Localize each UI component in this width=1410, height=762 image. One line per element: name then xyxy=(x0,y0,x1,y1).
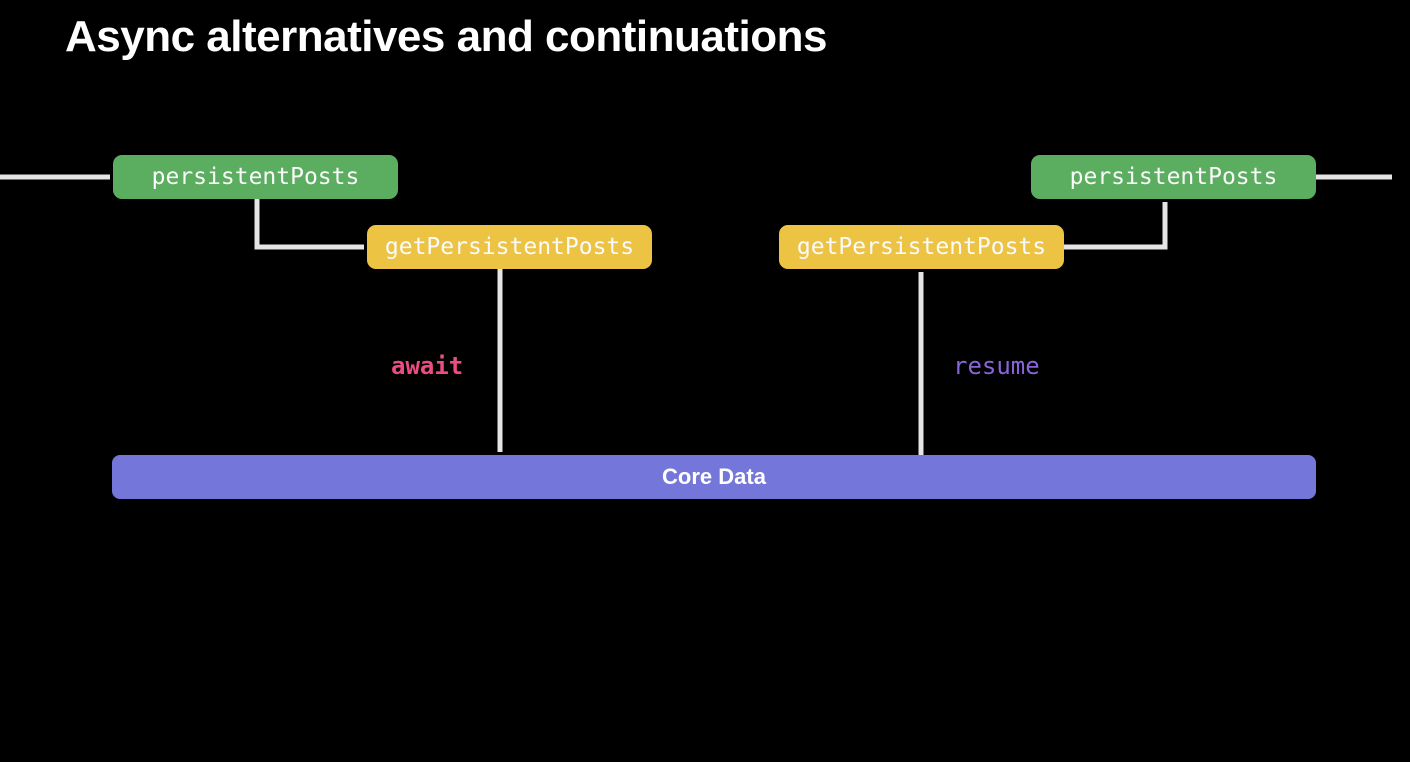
persistent-to-get-arrow xyxy=(254,199,364,250)
core-data-bar: Core Data xyxy=(112,455,1316,499)
resume-keyword-label: resume xyxy=(953,352,1040,380)
persistent-posts-box-left: persistentPosts xyxy=(113,155,398,199)
slide-title: Async alternatives and continuations xyxy=(65,12,827,61)
get-persistent-posts-box-right: getPersistentPosts xyxy=(779,225,1064,269)
persistent-posts-box-right: persistentPosts xyxy=(1031,155,1316,199)
await-keyword-label: await xyxy=(391,352,464,380)
get-to-persistent-arrow xyxy=(1064,202,1168,250)
get-persistent-posts-box-left: getPersistentPosts xyxy=(367,225,652,269)
